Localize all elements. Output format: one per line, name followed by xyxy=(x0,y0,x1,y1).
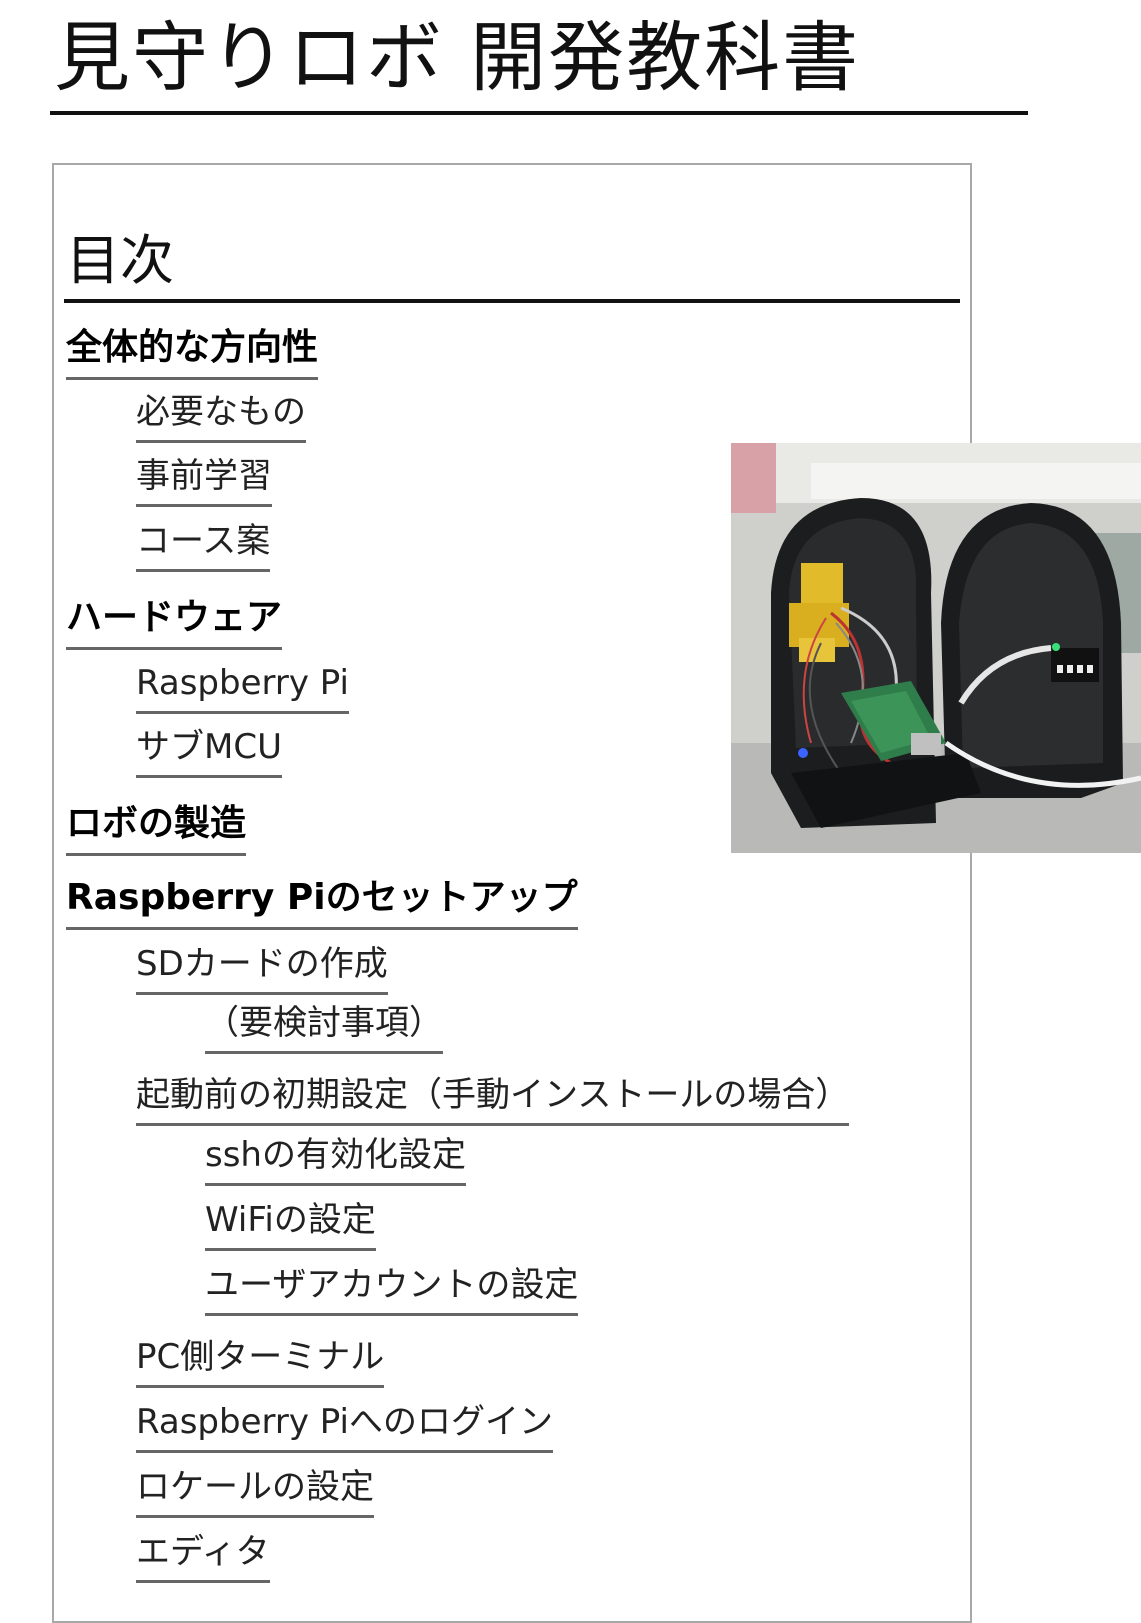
toc-link-pre-study[interactable]: 事前学習 xyxy=(136,453,272,507)
toc-link-editor[interactable]: エディタ xyxy=(136,1529,270,1583)
toc-item: Raspberry Pi xyxy=(136,660,349,714)
toc-link-user-account[interactable]: ユーザアカウントの設定 xyxy=(205,1262,579,1316)
toc-item: サブMCU xyxy=(136,724,282,778)
toc-link-robot-manufacturing[interactable]: ロボの製造 xyxy=(66,800,247,856)
toc-item: 起動前の初期設定（手動インストールの場合） xyxy=(136,1072,850,1126)
toc-link-sd-card[interactable]: SDカードの作成 xyxy=(136,941,388,995)
toc-item: PC側ターミナル xyxy=(136,1334,385,1388)
toc-link-pending-items[interactable]: （要検討事項） xyxy=(205,1000,443,1054)
toc-container xyxy=(52,163,972,1623)
toc-link-requirements[interactable]: 必要なもの xyxy=(136,389,306,443)
toc-item: ロケールの設定 xyxy=(136,1464,374,1518)
toc-heading: 目次 xyxy=(66,229,174,292)
toc-item: 必要なもの xyxy=(136,389,306,443)
toc-link-initial-setup[interactable]: 起動前の初期設定（手動インストールの場合） xyxy=(136,1072,850,1126)
toc-item: ユーザアカウントの設定 xyxy=(205,1262,579,1316)
toc-item: ハードウェア xyxy=(66,594,283,650)
toc-link-sub-mcu[interactable]: サブMCU xyxy=(136,724,282,778)
toc-link-overall-direction[interactable]: 全体的な方向性 xyxy=(66,324,319,380)
toc-item: WiFiの設定 xyxy=(205,1197,376,1251)
toc-link-wifi-setup[interactable]: WiFiの設定 xyxy=(205,1197,376,1251)
toc-item: エディタ xyxy=(136,1529,270,1583)
toc-link-locale[interactable]: ロケールの設定 xyxy=(136,1464,374,1518)
toc-link-raspberry-pi[interactable]: Raspberry Pi xyxy=(136,660,349,714)
toc-item: SDカードの作成 xyxy=(136,941,388,995)
title-divider xyxy=(50,111,1028,115)
toc-heading-divider xyxy=(64,299,960,303)
toc-item: コース案 xyxy=(136,518,271,572)
toc-link-enable-ssh[interactable]: sshの有効化設定 xyxy=(205,1132,466,1186)
toc-item: sshの有効化設定 xyxy=(205,1132,466,1186)
toc-item: Raspberry Piへのログイン xyxy=(136,1399,553,1453)
robot-photo xyxy=(731,443,1141,853)
toc-link-raspberry-pi-setup[interactable]: Raspberry Piのセットアップ xyxy=(66,874,578,930)
toc-link-hardware[interactable]: ハードウェア xyxy=(66,594,283,650)
toc-item: （要検討事項） xyxy=(205,1000,443,1054)
toc-link-course-plan[interactable]: コース案 xyxy=(136,518,271,572)
toc-item: ロボの製造 xyxy=(66,800,247,856)
toc-item: 全体的な方向性 xyxy=(66,324,319,380)
toc-item: 事前学習 xyxy=(136,453,272,507)
toc-link-pi-login[interactable]: Raspberry Piへのログイン xyxy=(136,1399,553,1453)
toc-item: Raspberry Piのセットアップ xyxy=(66,874,578,930)
toc-link-pc-terminal[interactable]: PC側ターミナル xyxy=(136,1334,385,1388)
page-title: 見守りロボ 開発教科書 xyxy=(54,13,861,102)
